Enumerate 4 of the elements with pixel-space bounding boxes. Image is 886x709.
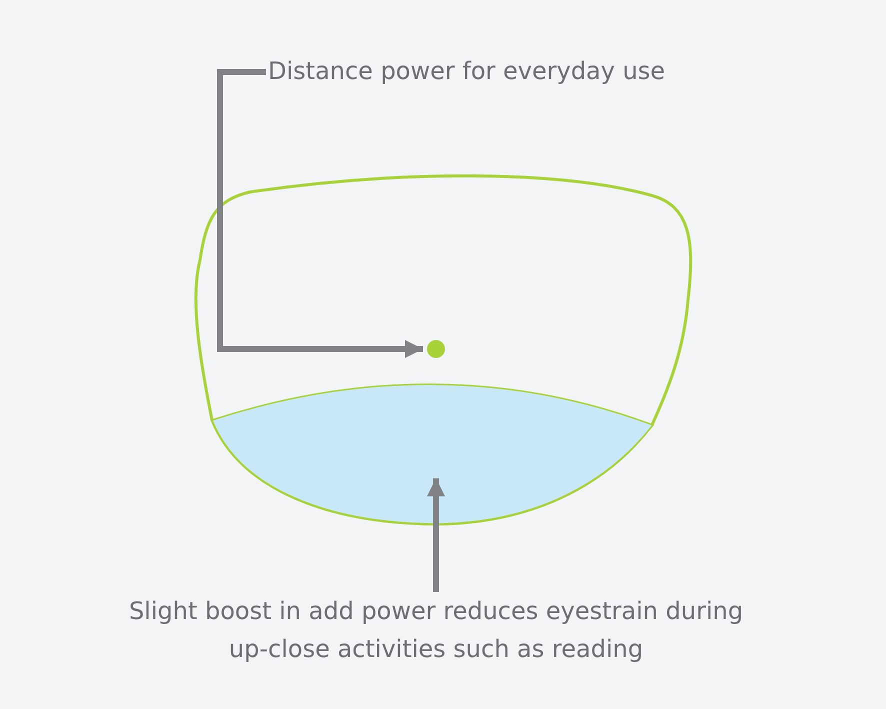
callout-text: Slight boost in add power reduces eyestrain during up-close activities such as reading (128, 596, 744, 665)
leader-line (217, 69, 423, 358)
leader-line (427, 478, 445, 592)
callout-text: Distance power for everyday use (268, 56, 666, 87)
